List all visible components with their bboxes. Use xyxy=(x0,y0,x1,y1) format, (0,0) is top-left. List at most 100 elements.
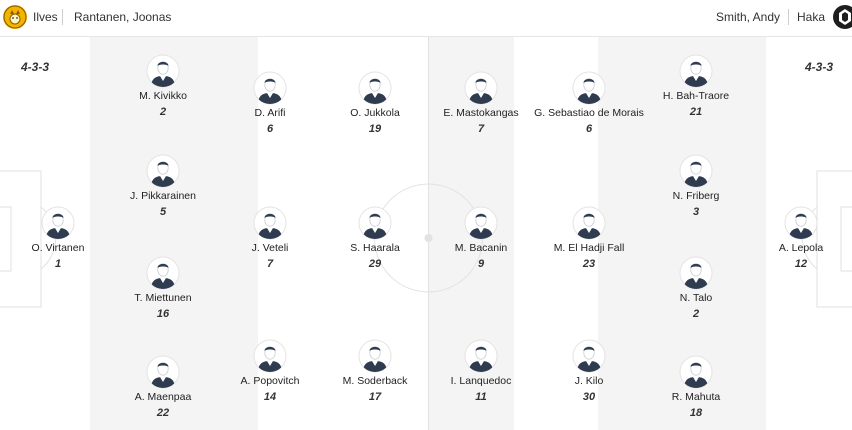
player-card[interactable]: N. Friberg 3 xyxy=(636,154,756,219)
lineup-header: Ilves Rantanen, Joonas Smith, Andy Haka xyxy=(0,0,852,37)
player-number: 7 xyxy=(477,123,485,135)
home-coach-name: Rantanen, Joonas xyxy=(74,10,172,24)
player-card[interactable]: A. Maenpaa 22 xyxy=(103,355,223,420)
player-number: 16 xyxy=(156,308,170,320)
player-avatar-icon xyxy=(358,206,392,240)
player-name[interactable]: T. Miettunen xyxy=(134,292,192,304)
player-avatar-icon xyxy=(572,71,606,105)
player-name[interactable]: A. Maenpaa xyxy=(134,391,192,403)
player-name[interactable]: J. Veteli xyxy=(251,242,289,254)
player-name[interactable]: G. Sebastiao de Morais xyxy=(534,107,644,119)
player-avatar-icon xyxy=(464,206,498,240)
player-name[interactable]: M. Kivikko xyxy=(139,90,187,102)
player-card[interactable]: S. Haarala 29 xyxy=(315,206,435,271)
lynx-icon xyxy=(3,5,27,29)
player-number: 3 xyxy=(692,206,700,218)
pitch: 4-3-3 4-3-3 O. Virtanen 1 M. Kivikko 2 J. Pi… xyxy=(0,37,852,430)
player-avatar-icon xyxy=(572,206,606,240)
player-name[interactable]: I. Lanquedoc xyxy=(450,375,512,387)
player-card[interactable]: H. Bah-Traore 21 xyxy=(636,54,756,119)
player-avatar-icon xyxy=(784,206,818,240)
player-card[interactable]: E. Mastokangas 7 xyxy=(421,71,541,136)
player-name[interactable]: S. Haarala xyxy=(350,242,400,254)
player-name[interactable]: A. Popovitch xyxy=(240,375,300,387)
player-card[interactable]: A. Popovitch 14 xyxy=(210,339,330,404)
player-avatar-icon xyxy=(253,206,287,240)
player-card[interactable]: A. Lepola 12 xyxy=(741,206,852,271)
player-number: 2 xyxy=(159,106,167,118)
player-card[interactable]: J. Pikkarainen 5 xyxy=(103,154,223,219)
player-number: 30 xyxy=(582,391,596,403)
player-number: 14 xyxy=(263,391,277,403)
player-number: 5 xyxy=(159,206,167,218)
player-number: 29 xyxy=(368,258,382,270)
player-avatar-icon xyxy=(146,256,180,290)
player-card[interactable]: M. El Hadji Fall 23 xyxy=(529,206,649,271)
haka-crest-icon xyxy=(834,6,852,28)
player-card[interactable]: G. Sebastiao de Morais 6 xyxy=(529,71,649,136)
player-avatar-icon xyxy=(146,355,180,389)
player-name[interactable]: N. Talo xyxy=(679,292,713,304)
header-divider xyxy=(788,9,789,25)
player-name[interactable]: J. Kilo xyxy=(574,375,604,387)
player-number: 7 xyxy=(266,258,274,270)
player-number: 19 xyxy=(368,123,382,135)
header-divider xyxy=(62,9,63,25)
home-team-name[interactable]: Ilves xyxy=(33,10,58,24)
player-name[interactable]: D. Arifi xyxy=(254,107,286,119)
player-name[interactable]: M. El Hadji Fall xyxy=(553,242,625,254)
home-formation: 4-3-3 xyxy=(21,60,50,74)
player-avatar-icon xyxy=(679,256,713,290)
player-number: 18 xyxy=(689,407,703,419)
player-number: 6 xyxy=(585,123,593,135)
player-card[interactable]: J. Veteli 7 xyxy=(210,206,330,271)
haka-logo[interactable] xyxy=(833,5,852,29)
player-card[interactable]: R. Mahuta 18 xyxy=(636,355,756,420)
player-name[interactable]: N. Friberg xyxy=(672,190,720,202)
player-avatar-icon xyxy=(464,339,498,373)
player-name[interactable]: O. Virtanen xyxy=(31,242,85,254)
player-number: 2 xyxy=(692,308,700,320)
player-avatar-icon xyxy=(253,71,287,105)
player-card[interactable]: D. Arifi 6 xyxy=(210,71,330,136)
player-name[interactable]: H. Bah-Traore xyxy=(662,90,730,102)
player-number: 9 xyxy=(477,258,485,270)
player-name[interactable]: M. Soderback xyxy=(342,375,408,387)
player-avatar-icon xyxy=(358,71,392,105)
away-formation: 4-3-3 xyxy=(805,60,834,74)
player-avatar-icon xyxy=(146,54,180,88)
player-number: 21 xyxy=(689,106,703,118)
player-number: 12 xyxy=(794,258,808,270)
player-number: 22 xyxy=(156,407,170,419)
player-avatar-icon xyxy=(572,339,606,373)
player-avatar-icon xyxy=(41,206,75,240)
player-name[interactable]: M. Bacanin xyxy=(454,242,508,254)
player-number: 6 xyxy=(266,123,274,135)
ilves-logo[interactable] xyxy=(3,5,27,29)
player-card[interactable]: M. Bacanin 9 xyxy=(421,206,541,271)
player-card[interactable]: O. Jukkola 19 xyxy=(315,71,435,136)
away-team-name[interactable]: Haka xyxy=(797,10,826,24)
player-avatar-icon xyxy=(146,154,180,188)
player-avatar-icon xyxy=(679,154,713,188)
player-name[interactable]: A. Lepola xyxy=(778,242,824,254)
player-card[interactable]: T. Miettunen 16 xyxy=(103,256,223,321)
player-name[interactable]: R. Mahuta xyxy=(671,391,721,403)
player-card[interactable]: J. Kilo 30 xyxy=(529,339,649,404)
player-name[interactable]: J. Pikkarainen xyxy=(130,190,196,202)
player-name[interactable]: E. Mastokangas xyxy=(443,107,519,119)
player-card[interactable]: I. Lanquedoc 11 xyxy=(421,339,541,404)
player-card[interactable]: O. Virtanen 1 xyxy=(0,206,118,271)
player-avatar-icon xyxy=(679,355,713,389)
player-avatar-icon xyxy=(679,54,713,88)
player-number: 11 xyxy=(475,391,487,403)
player-card[interactable]: N. Talo 2 xyxy=(636,256,756,321)
player-avatar-icon xyxy=(464,71,498,105)
player-avatar-icon xyxy=(358,339,392,373)
player-number: 23 xyxy=(582,258,596,270)
player-card[interactable]: M. Kivikko 2 xyxy=(103,54,223,119)
away-coach-name: Smith, Andy xyxy=(716,10,781,24)
player-name[interactable]: O. Jukkola xyxy=(350,107,400,119)
player-number: 1 xyxy=(54,258,62,270)
